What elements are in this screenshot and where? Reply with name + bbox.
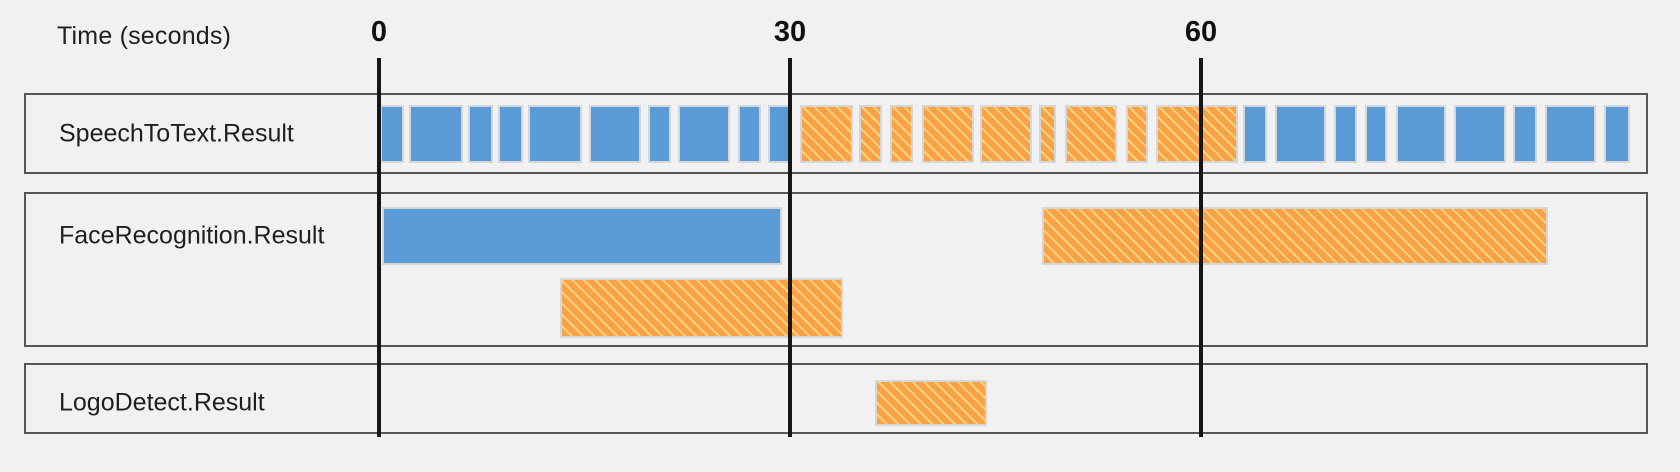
row-label: LogoDetect.Result <box>59 388 265 417</box>
row-box: LogoDetect.Result <box>24 363 1648 434</box>
solid-segment <box>1603 105 1630 163</box>
row-box: FaceRecognition.Result <box>24 192 1648 347</box>
solid-segment <box>1454 105 1507 163</box>
tick-label: 60 <box>1184 16 1218 48</box>
hatched-segment <box>858 105 882 163</box>
hatched-segment <box>1155 105 1238 163</box>
hatched-segment <box>980 105 1033 163</box>
hatched-segment <box>890 105 914 163</box>
solid-segment <box>1513 105 1537 163</box>
time-axis-title: Time (seconds) <box>57 22 232 50</box>
hatched-segment <box>1039 105 1056 163</box>
solid-segment <box>1243 105 1267 163</box>
row-label: SpeechToText.Result <box>59 119 294 148</box>
tick-label: 0 <box>370 16 388 48</box>
solid-segment <box>1365 105 1388 163</box>
solid-segment <box>737 105 762 163</box>
solid-segment <box>1333 105 1358 163</box>
solid-segment <box>1274 105 1326 163</box>
solid-segment <box>468 105 493 163</box>
solid-segment <box>381 207 782 265</box>
solid-segment <box>1395 105 1447 163</box>
hatched-segment <box>921 105 974 163</box>
tick-label: 30 <box>773 16 807 48</box>
solid-segment <box>409 105 463 163</box>
solid-segment <box>380 105 404 163</box>
solid-segment <box>1544 105 1596 163</box>
tick-gridline <box>788 58 792 437</box>
hatched-segment <box>1125 105 1148 163</box>
hatched-segment <box>559 278 844 338</box>
solid-segment <box>498 105 523 163</box>
hatched-segment <box>1065 105 1118 163</box>
tick-gridline <box>377 58 381 437</box>
solid-segment <box>677 105 730 163</box>
row-label: FaceRecognition.Result <box>59 221 325 250</box>
solid-segment <box>588 105 641 163</box>
hatched-segment <box>874 380 988 426</box>
hatched-segment <box>799 105 853 163</box>
solid-segment <box>647 105 671 163</box>
solid-segment <box>528 105 582 163</box>
hatched-segment <box>1042 207 1548 265</box>
row-box: SpeechToText.Result <box>24 93 1648 174</box>
tick-gridline <box>1199 58 1203 437</box>
solid-segment <box>768 105 790 163</box>
